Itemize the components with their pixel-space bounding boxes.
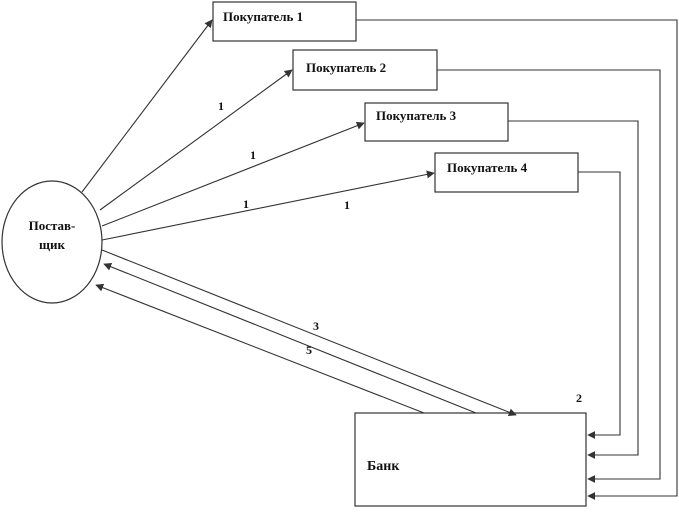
arrow-buyer1-to-bank [356, 19, 678, 500]
buyer-4-box [434, 152, 579, 193]
supplier-label-line2: щик [39, 237, 65, 252]
buyer-4-label: Покупатель 4 [447, 160, 528, 175]
flow-number-buyer3: 1 [250, 148, 256, 162]
arrow-supplier-to-buyer3 [101, 121, 365, 227]
flow-number-buyer4-b: 1 [344, 198, 350, 212]
buyer-3-label: Покупатель 3 [376, 108, 457, 123]
arrow-buyer4-to-bank [578, 171, 621, 439]
arrow-bank-to-supplier-a [103, 262, 477, 414]
buyer-3-node: Покупатель 3 [364, 102, 509, 142]
arrow-supplier-to-buyer4 [101, 170, 435, 241]
flow-number-buyer2: 1 [218, 99, 224, 113]
bank-node: Банк [354, 412, 587, 507]
arrow-supplier-to-buyer2 [99, 69, 293, 211]
bank-box [354, 412, 587, 507]
buyer-1-label: Покупатель 1 [223, 9, 303, 24]
supplier-node: Постав- щик [1, 180, 103, 304]
flow-number-supplier-to-bank: 3 [313, 319, 319, 333]
flow-number-bank-to-supplier: 5 [306, 343, 312, 357]
arrow-supplier-to-bank [101, 249, 517, 417]
buyer-4-node: Покупатель 4 [434, 152, 579, 193]
buyer-1-node: Покупатель 1 [212, 1, 357, 42]
buyer-1-box [212, 1, 357, 42]
flow-number-buyer4-a: 1 [243, 197, 249, 211]
buyer-2-node: Покупатель 2 [292, 49, 438, 91]
bank-label: Банк [367, 459, 400, 474]
supplier-ellipse [1, 180, 103, 304]
arrow-buyer2-to-bank [437, 69, 661, 483]
buyer-2-label: Покупатель 2 [306, 60, 386, 75]
supplier-label-line1: Постав- [29, 218, 76, 233]
buyer-2-box [292, 49, 438, 91]
arrow-bank-to-supplier-b [95, 283, 425, 414]
arrow-buyer3-to-bank [508, 120, 639, 459]
buyer-3-box [364, 102, 509, 142]
arrow-supplier-to-buyer1 [81, 19, 213, 193]
flow-number-buyers-to-bank: 2 [576, 391, 582, 405]
